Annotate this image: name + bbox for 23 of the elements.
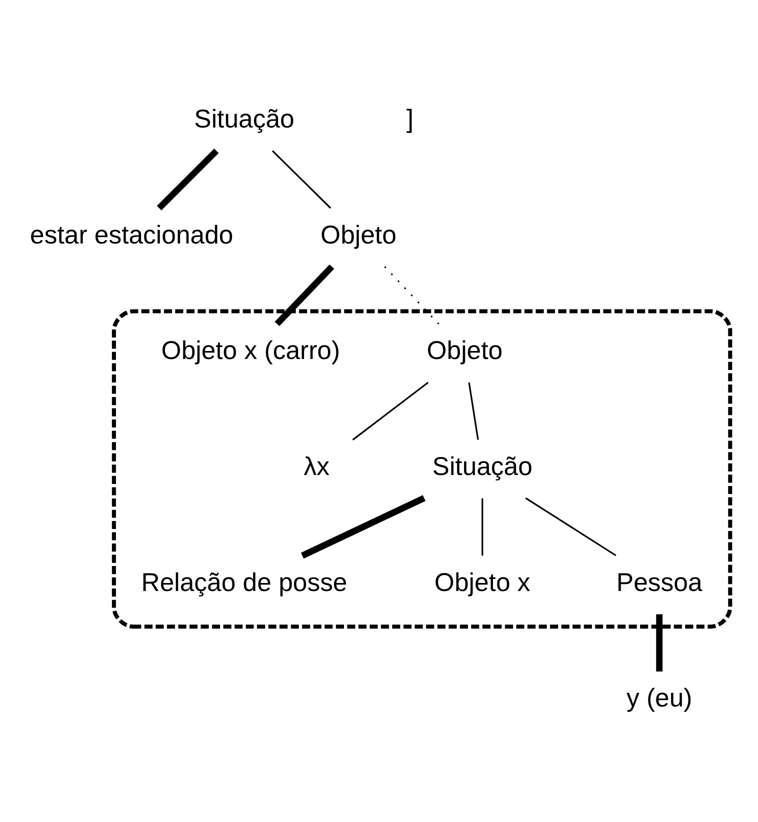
- node-text: Situação: [194, 106, 294, 134]
- label: ]: [406, 106, 414, 134]
- node-text: Situação: [432, 453, 532, 482]
- connector: [525, 497, 616, 556]
- connector: [656, 614, 663, 672]
- node-text: Objeto: [320, 221, 396, 250]
- cluster: [112, 309, 732, 629]
- node-text: estar estacionado: [30, 221, 234, 250]
- connector: [384, 266, 440, 325]
- node-text: y (eu): [626, 684, 692, 713]
- connector: [468, 382, 479, 440]
- node-text: Objeto: [426, 337, 503, 366]
- connector: [482, 498, 484, 556]
- connector: [274, 264, 334, 326]
- node-text: λx: [304, 453, 330, 482]
- node-text: Objeto x: [434, 568, 530, 597]
- connector: [272, 150, 332, 209]
- connector: [156, 148, 219, 210]
- node-text: Pessoa: [616, 568, 702, 597]
- connector: [300, 495, 426, 559]
- connector: [352, 382, 429, 440]
- node-text: Relação de posse: [141, 568, 348, 597]
- node-text: Objeto x (carro): [161, 337, 340, 366]
